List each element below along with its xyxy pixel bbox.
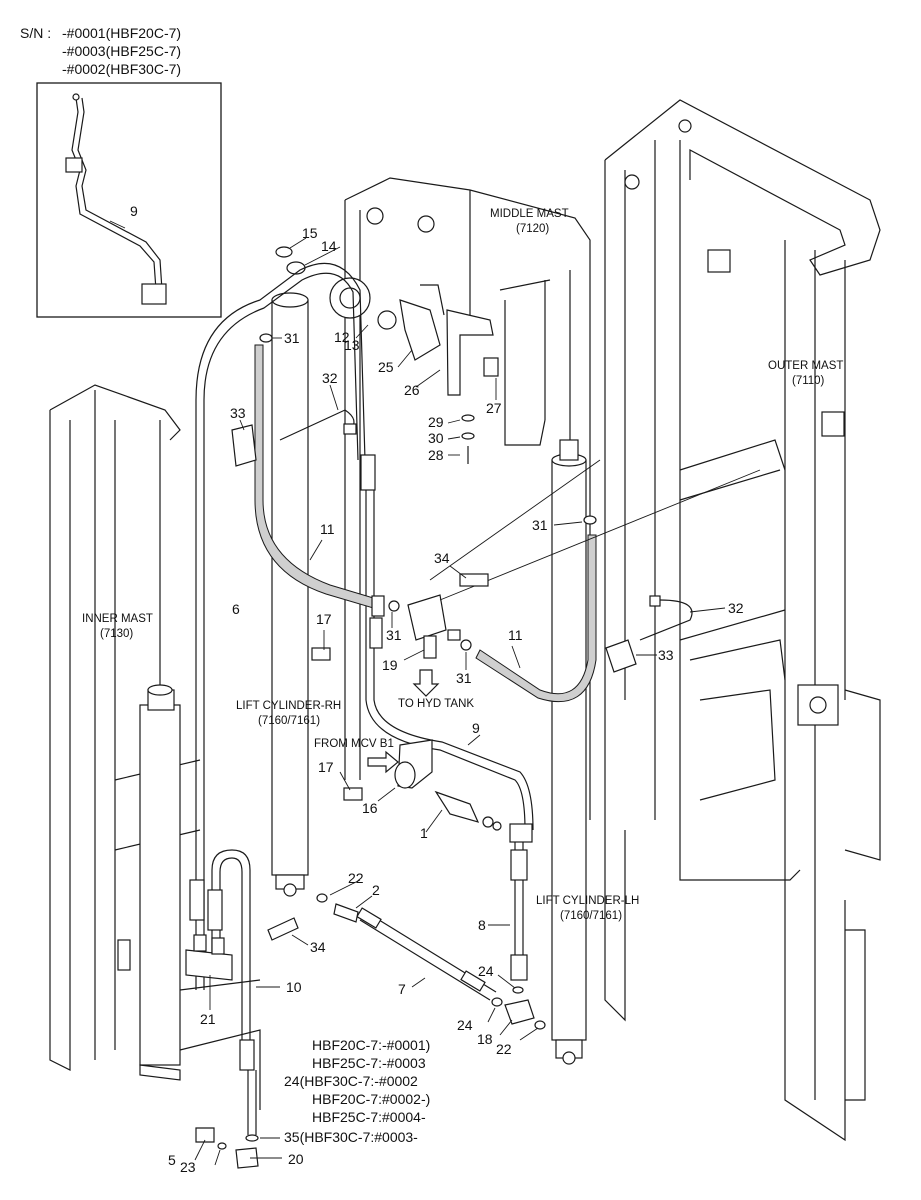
- applicability-notes: HBF20C-7:-#0001) HBF25C-7:-#0003 24(HBF3…: [284, 1037, 430, 1145]
- note-line-2: HBF25C-7:-#0003: [312, 1055, 426, 1071]
- middle-mast-code: (7120): [516, 223, 549, 235]
- hose-8: [491, 842, 546, 1030]
- small-hardware: [231, 333, 693, 801]
- callout-27: 27: [486, 400, 502, 416]
- callout-32-rh: 32: [322, 370, 338, 386]
- lift-cylinder-lh-label: LIFT CYLINDER-LH: [536, 895, 639, 907]
- hose-9: 9: [360, 454, 534, 843]
- to-hyd-tank-label: TO HYD TANK: [398, 698, 474, 710]
- callout-11-lh: 11: [508, 627, 523, 643]
- bracket-16-and-fitting-1: FROM MCV B1: [314, 738, 502, 831]
- callout-7: 7: [398, 981, 406, 997]
- hose-6: 6: [195, 262, 366, 990]
- lift-cylinder-rh-code: (7160/7161): [258, 715, 320, 727]
- serial-line-2: -#0003(HBF25C-7): [62, 43, 181, 59]
- callout-22-upper: 22: [348, 870, 364, 886]
- callout-10: 10: [286, 979, 302, 995]
- callout-18: 18: [477, 1031, 493, 1047]
- callout-33-lh: 33: [658, 647, 674, 663]
- callout-33-rh: 33: [230, 405, 246, 421]
- callout-26: 26: [404, 382, 420, 398]
- serial-line-3: -#0002(HBF30C-7): [62, 61, 181, 77]
- callout-24-upper: 24: [478, 963, 494, 979]
- callout-17-upper: 17: [316, 611, 332, 627]
- serial-prefix: S/N :: [20, 25, 51, 41]
- callout-29: 29: [428, 414, 444, 430]
- outer-mast-code: (7110): [792, 375, 825, 387]
- callout-25: 25: [378, 359, 394, 375]
- from-mcv-label: FROM MCV B1: [314, 738, 394, 750]
- outer-mast-label: OUTER MAST: [768, 360, 843, 372]
- callout-17-lower: 17: [318, 759, 334, 775]
- callout-numbers: 1 2 5 7 8 10 12 13 14 15 16 17 17 18 19 …: [168, 225, 744, 1175]
- callout-15: 15: [302, 225, 318, 241]
- callout-22-lower: 22: [496, 1041, 512, 1057]
- callout-14: 14: [321, 238, 337, 254]
- lift-cylinder-lh: LIFT CYLINDER-LH (7160/7161): [536, 439, 639, 1065]
- inner-mast: INNER MAST (7130): [49, 384, 261, 1110]
- hose-10: [185, 849, 299, 1169]
- callout-1: 1: [420, 825, 428, 841]
- callout-6: 6: [232, 601, 240, 617]
- callout-24-lower: 24: [457, 1017, 473, 1033]
- lift-cylinder-rh: LIFT CYLINDER-RH (7160/7161): [236, 292, 341, 897]
- inner-cylinder: [139, 684, 181, 1081]
- inner-mast-label: INNER MAST: [82, 613, 153, 625]
- callout-21: 21: [200, 1011, 216, 1027]
- callout-31-top: 31: [284, 330, 300, 346]
- callout-31-lh: 31: [532, 517, 548, 533]
- tee-fitting-19: TO HYD TANK: [369, 459, 761, 710]
- leader-lines: [194, 237, 726, 1166]
- callout-16: 16: [362, 800, 378, 816]
- note-line-6: 35(HBF30C-7:#0003-: [284, 1129, 418, 1145]
- callout-2: 2: [372, 882, 380, 898]
- lift-cylinder-lh-code: (7160/7161): [560, 910, 622, 922]
- note-line-4: HBF20C-7:#0002-): [312, 1091, 430, 1107]
- callout-12: 12: [334, 329, 350, 345]
- note-line-5: HBF25C-7:#0004-: [312, 1109, 426, 1125]
- middle-mast-label: MIDDLE MAST: [490, 208, 569, 220]
- outer-mast: OUTER MAST (7110): [604, 99, 881, 1142]
- serial-number-block: S/N : -#0001(HBF20C-7) -#0003(HBF25C-7) …: [20, 25, 181, 77]
- callout-31-mid: 31: [386, 627, 402, 643]
- callout-9-inset: 9: [130, 203, 138, 219]
- callout-28: 28: [428, 447, 444, 463]
- callout-34-upper: 34: [434, 550, 450, 566]
- callout-19: 19: [382, 657, 398, 673]
- hose-11-lh: 11: [475, 534, 597, 703]
- inset-detail-box: 9: [36, 82, 222, 318]
- inner-mast-code: (7130): [100, 628, 133, 640]
- serial-line-1: -#0001(HBF20C-7): [62, 25, 181, 41]
- callout-30: 30: [428, 430, 444, 446]
- callout-13: 13: [344, 337, 360, 353]
- hose-7: [316, 893, 497, 1001]
- sheave-bracket-assembly: [275, 246, 499, 464]
- callout-31-low: 31: [456, 670, 472, 686]
- lift-cylinder-rh-label: LIFT CYLINDER-RH: [236, 700, 341, 712]
- callout-23: 23: [180, 1159, 196, 1175]
- callout-11-rh: 11: [320, 521, 335, 537]
- callout-5: 5: [168, 1152, 176, 1168]
- note-line-3: 24(HBF30C-7:-#0002: [284, 1073, 418, 1089]
- callout-8: 8: [478, 917, 486, 933]
- note-line-1: HBF20C-7:-#0001): [312, 1037, 430, 1053]
- callout-34-lower: 34: [310, 939, 326, 955]
- callout-32-lh: 32: [728, 600, 744, 616]
- callout-20: 20: [288, 1151, 304, 1167]
- callout-9: 9: [472, 720, 480, 736]
